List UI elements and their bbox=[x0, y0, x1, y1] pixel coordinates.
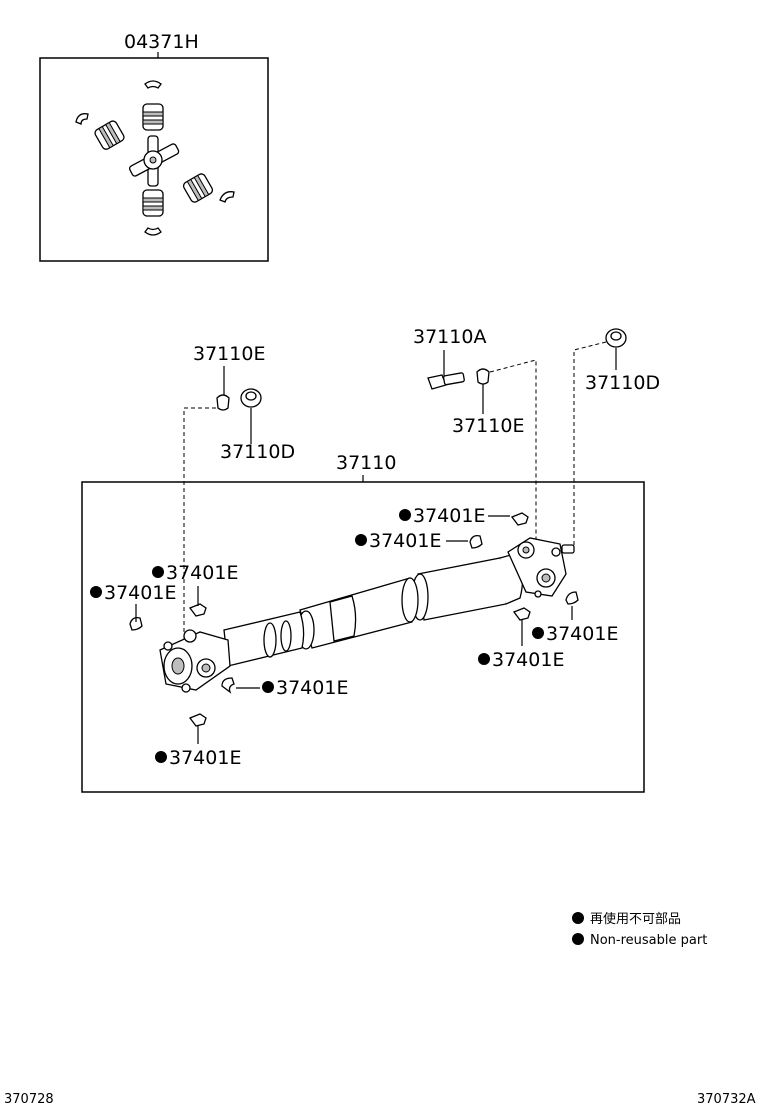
front-flange-yoke-icon bbox=[159, 629, 231, 693]
snap-ring-icon bbox=[512, 607, 531, 621]
legend: 再使用不可部品 Non-reusable part bbox=[572, 911, 707, 948]
bullet-icon bbox=[399, 509, 411, 521]
nut-icon bbox=[605, 328, 627, 348]
snap-ring-icon bbox=[75, 113, 89, 125]
bullet-icon bbox=[572, 912, 584, 924]
washer-icon bbox=[216, 394, 230, 411]
legend-line-1: 再使用不可部品 bbox=[590, 911, 681, 927]
callout-37401e-4: 37401E bbox=[90, 582, 176, 622]
callout-37401e-8: 37401E bbox=[155, 726, 241, 769]
bullet-icon bbox=[532, 627, 544, 639]
rear-flange-yoke-icon bbox=[507, 537, 575, 598]
nut-icon bbox=[240, 388, 262, 408]
callout-37401e-7: 37401E bbox=[236, 677, 348, 699]
bolt-icon bbox=[427, 372, 465, 390]
label-37110d-right: 37110D bbox=[585, 372, 660, 394]
snap-ring-icon bbox=[144, 80, 162, 89]
legend-line-2: Non-reusable part bbox=[590, 933, 707, 948]
snap-ring-icon bbox=[144, 227, 162, 236]
bearing-cup-icon bbox=[142, 103, 164, 131]
svg-text:37401E: 37401E bbox=[413, 505, 485, 527]
snap-ring-icon bbox=[219, 191, 235, 203]
washer-icon bbox=[476, 368, 490, 385]
label-37110d-left: 37110D bbox=[220, 441, 295, 463]
bearing-cup-icon bbox=[142, 189, 164, 217]
svg-text:37401E: 37401E bbox=[492, 649, 564, 671]
footer-code-right: 370732A bbox=[697, 1092, 756, 1107]
snap-ring-icon bbox=[469, 534, 483, 549]
bullet-icon bbox=[478, 653, 490, 665]
svg-text:37401E: 37401E bbox=[546, 623, 618, 645]
bullet-icon bbox=[152, 566, 164, 578]
callout-37401e-2: 37401E bbox=[355, 530, 468, 552]
label-37110e-right: 37110E bbox=[452, 415, 524, 437]
label-37110: 37110 bbox=[336, 452, 396, 474]
svg-text:37401E: 37401E bbox=[276, 677, 348, 699]
bullet-icon bbox=[355, 534, 367, 546]
svg-text:37401E: 37401E bbox=[369, 530, 441, 552]
callout-37401e-5: 37401E bbox=[532, 606, 618, 645]
propeller-shaft-box bbox=[81, 481, 645, 793]
label-37110a: 37110A bbox=[413, 326, 486, 348]
kit-box bbox=[39, 57, 269, 262]
svg-text:37401E: 37401E bbox=[169, 747, 241, 769]
bullet-icon bbox=[155, 751, 167, 763]
bullet-icon bbox=[572, 933, 584, 945]
label-04371h: 04371H bbox=[124, 31, 199, 53]
callout-37401e-3: 37401E bbox=[152, 562, 238, 606]
snap-ring-icon bbox=[510, 512, 529, 526]
dashed-guide-left bbox=[183, 407, 216, 640]
label-37110e-left: 37110E bbox=[193, 343, 265, 365]
bullet-icon bbox=[90, 586, 102, 598]
snap-ring-icon bbox=[221, 677, 235, 694]
snap-ring-icon bbox=[129, 616, 143, 631]
callout-37401e-1: 37401E bbox=[399, 505, 510, 527]
snap-ring-icon bbox=[565, 591, 579, 605]
bullet-icon bbox=[262, 681, 274, 693]
svg-text:37401E: 37401E bbox=[166, 562, 238, 584]
dashed-guide-middle bbox=[489, 359, 537, 545]
propeller-shaft-illustration bbox=[159, 537, 575, 693]
callout-37401e-6: 37401E bbox=[478, 620, 564, 671]
snap-ring-icon bbox=[188, 713, 207, 727]
footer-code-left: 370728 bbox=[4, 1092, 54, 1107]
svg-text:37401E: 37401E bbox=[104, 582, 176, 604]
universal-joint-kit-illustration bbox=[75, 80, 235, 236]
dashed-guide-right bbox=[573, 341, 607, 545]
